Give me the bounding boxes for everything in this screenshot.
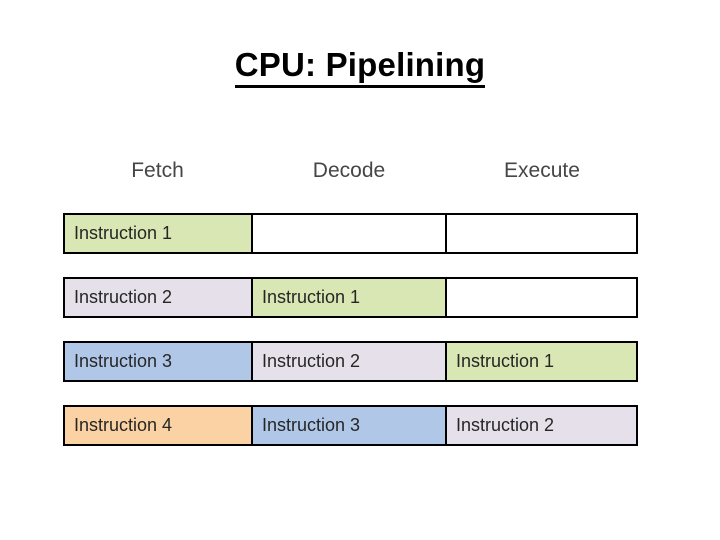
pipeline-cell-label: Instruction 1 (74, 223, 173, 243)
pipeline-cell-execute-cycle1[interactable] (446, 213, 638, 254)
pipeline-cell-decode-cycle2[interactable]: Instruction 1 (252, 277, 446, 318)
pipeline-cell-label: Instruction 1 (262, 287, 361, 307)
pipeline-cell-label: Instruction 2 (74, 287, 173, 307)
table-row: Instruction 1 (63, 213, 638, 254)
pipeline-cell-execute-cycle4[interactable]: Instruction 2 (446, 405, 638, 446)
pipeline-cell-label: Instruction 2 (456, 415, 555, 435)
table-row: Instruction 3 Instruction 2 Instruction … (63, 341, 638, 382)
pipeline-cell-fetch-cycle2[interactable]: Instruction 2 (63, 277, 252, 318)
pipeline-cell-decode-cycle3[interactable]: Instruction 2 (252, 341, 446, 382)
page-title-text: CPU: Pipelining (234, 46, 486, 88)
pipeline-cell-fetch-cycle4[interactable]: Instruction 4 (63, 405, 252, 446)
stage-header-decode: Decode (312, 158, 386, 182)
table-row: Instruction 4 Instruction 3 Instruction … (63, 405, 638, 446)
pipeline-cell-fetch-cycle3[interactable]: Instruction 3 (63, 341, 252, 382)
pipeline-diagram: Fetch Decode Execute Instruction 1 Instr… (63, 150, 638, 446)
pipeline-cell-label: Instruction 1 (456, 351, 555, 371)
pipeline-cell-label: Instruction 3 (262, 415, 361, 435)
stage-header-execute: Execute (504, 158, 580, 182)
pipeline-cell-decode-cycle4[interactable]: Instruction 3 (252, 405, 446, 446)
table-row: Instruction 2 Instruction 1 (63, 277, 638, 318)
pipeline-cell-label: Instruction 2 (262, 351, 361, 371)
pipeline-cell-execute-cycle2[interactable] (446, 277, 638, 318)
pipeline-cell-fetch-cycle1[interactable]: Instruction 1 (63, 213, 252, 254)
pipeline-cell-decode-cycle1[interactable] (252, 213, 446, 254)
pipeline-cell-label: Instruction 3 (74, 351, 173, 371)
stage-header-fetch: Fetch (131, 158, 184, 182)
stage-header-row: Fetch Decode Execute (63, 150, 638, 190)
pipeline-cell-execute-cycle3[interactable]: Instruction 1 (446, 341, 638, 382)
pipeline-cell-label: Instruction 4 (74, 415, 173, 435)
page-title: CPU: Pipelining (0, 46, 720, 88)
